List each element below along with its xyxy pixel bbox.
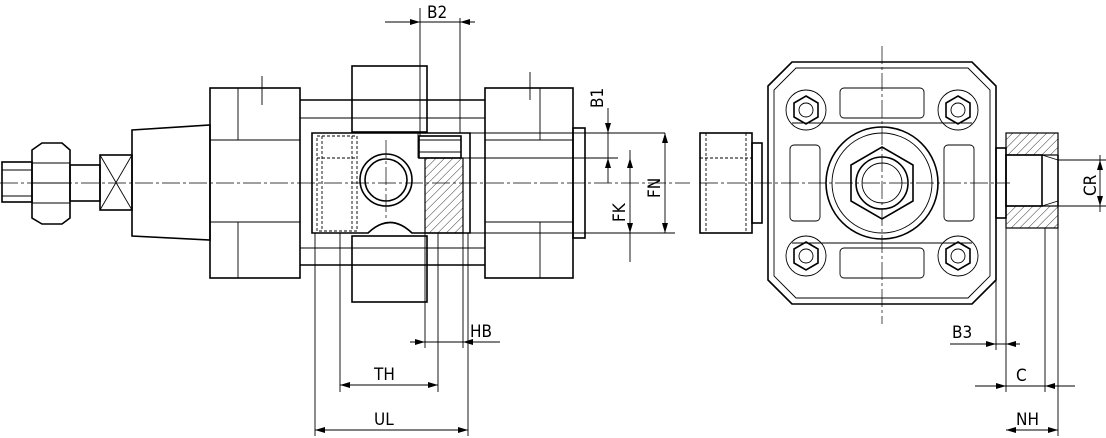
dim-label-fn: FN (645, 178, 665, 198)
dim-th: TH (339, 233, 439, 392)
dim-fk: FK (470, 150, 640, 262)
dim-b3: B3 (950, 228, 1020, 392)
end-view: CR B3 C NH (699, 46, 1106, 436)
dim-hb: HB (410, 233, 500, 348)
dim-label-nh: NH (1016, 410, 1039, 430)
dim-b2: B2 (385, 3, 475, 136)
right-trunnion-pin (995, 132, 1059, 229)
dim-label-b1: B1 (588, 88, 608, 108)
dim-ul: UL (314, 233, 469, 436)
dim-label-b2: B2 (427, 3, 447, 23)
dim-cr: CR (1058, 155, 1106, 212)
side-view: B2 B1 FK FN (0, 3, 690, 436)
rod-fitting (1, 142, 133, 225)
rear-cover (484, 72, 586, 279)
dim-c: C (975, 228, 1075, 392)
dim-label-b3: B3 (952, 323, 972, 343)
front-cover (131, 76, 301, 279)
dim-nh: NH (1006, 228, 1059, 436)
dim-label-c: C (1016, 366, 1027, 386)
dim-label-fk: FK (610, 202, 630, 222)
dim-label-ul: UL (374, 410, 394, 430)
dim-label-cr: CR (1081, 174, 1101, 196)
corner-bolts (785, 89, 979, 277)
trunnion-section (311, 132, 471, 234)
dim-label-hb: HB (470, 322, 492, 342)
dim-fn: FN (640, 133, 675, 234)
dim-b1: B1 (455, 88, 665, 183)
dim-label-th: TH (373, 365, 395, 385)
